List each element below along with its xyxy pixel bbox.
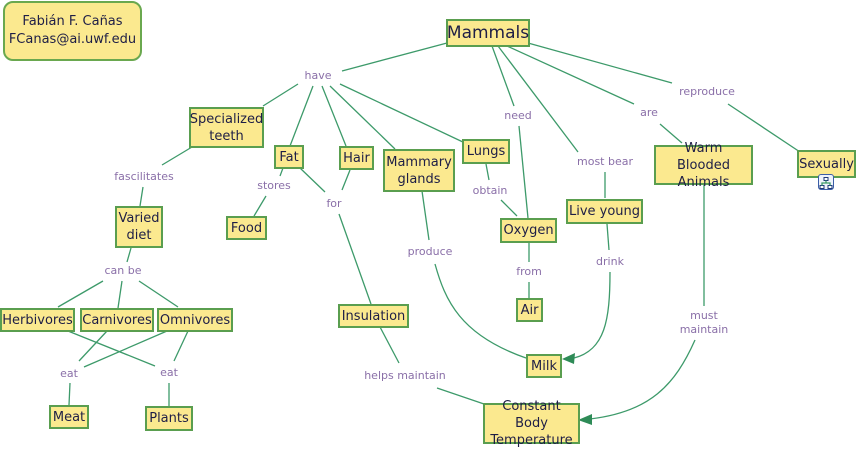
concept-omnivores[interactable]: Omnivores xyxy=(157,308,233,332)
connector xyxy=(338,213,372,305)
submap-hierarchy-icon[interactable] xyxy=(818,174,834,190)
concept-meat[interactable]: Meat xyxy=(49,405,89,429)
concept-mammary-glands[interactable]: Mammary glands xyxy=(383,149,455,192)
link-stores[interactable]: stores xyxy=(256,179,292,193)
connector xyxy=(491,45,515,107)
link-reproduce[interactable]: reproduce xyxy=(678,85,736,99)
connector xyxy=(497,45,579,153)
hierarchy-glyph xyxy=(819,177,833,189)
connector xyxy=(67,330,156,367)
connector xyxy=(83,330,168,368)
concept-label: Mammary glands xyxy=(386,154,452,187)
connector xyxy=(589,339,696,420)
connector xyxy=(262,83,299,107)
connector xyxy=(341,169,351,191)
connector xyxy=(659,123,683,144)
concept-fat[interactable]: Fat xyxy=(274,145,304,169)
concept-varied-diet[interactable]: Varied diet xyxy=(115,206,163,248)
connector xyxy=(161,146,193,166)
concept-insulation[interactable]: Insulation xyxy=(338,304,409,328)
connector xyxy=(500,199,518,217)
connector xyxy=(117,280,123,309)
connector xyxy=(78,330,108,362)
connector xyxy=(299,167,326,193)
connector xyxy=(253,195,267,217)
arrowhead xyxy=(578,414,592,425)
link-most-bear[interactable]: most bear xyxy=(576,155,634,169)
connector xyxy=(518,125,529,219)
connector xyxy=(606,223,610,251)
concept-herbivores[interactable]: Herbivores xyxy=(0,308,75,332)
connector xyxy=(436,387,485,405)
connector xyxy=(485,163,490,181)
connector xyxy=(341,42,448,72)
author-info-box: Fabián F. Cañas FCanas@ai.uwf.edu xyxy=(3,1,142,61)
concept-milk[interactable]: Milk xyxy=(526,354,562,378)
connector xyxy=(329,85,396,150)
connector xyxy=(421,190,430,241)
connector xyxy=(506,45,635,105)
concept-label: Constant Body Temperature xyxy=(490,399,573,448)
connector xyxy=(434,263,527,359)
connector xyxy=(68,382,71,406)
connector xyxy=(279,167,284,177)
connector xyxy=(289,85,314,147)
link-for[interactable]: for xyxy=(325,197,343,211)
concept-air[interactable]: Air xyxy=(516,298,543,322)
connector xyxy=(573,271,611,359)
link-eat-plants[interactable]: eat xyxy=(159,366,179,380)
link-obtain[interactable]: obtain xyxy=(471,184,509,198)
concept-lungs[interactable]: Lungs xyxy=(462,139,510,164)
arrowhead xyxy=(562,353,575,364)
author-name: Fabián F. Cañas xyxy=(22,14,123,29)
author-email: FCanas@ai.uwf.edu xyxy=(8,32,137,47)
link-have[interactable]: have xyxy=(303,69,333,83)
link-need[interactable]: need xyxy=(503,109,533,123)
concept-live-young[interactable]: Live young xyxy=(566,199,643,224)
link-helps-maintain[interactable]: helps maintain xyxy=(363,369,447,383)
concept-mammals[interactable]: Mammals xyxy=(446,19,530,47)
connector xyxy=(339,83,466,144)
connector xyxy=(321,85,347,147)
link-must-maintain[interactable]: must maintain xyxy=(677,309,731,337)
link-from[interactable]: from xyxy=(515,265,543,279)
concept-specialized-teeth[interactable]: Specialized teeth xyxy=(189,107,264,148)
concept-label: Warm Blooded Animals xyxy=(677,140,730,190)
link-eat-meat[interactable]: eat xyxy=(59,367,79,381)
connector xyxy=(527,42,673,84)
concept-warm-blooded-animals[interactable]: Warm Blooded Animals xyxy=(654,141,753,190)
connector xyxy=(727,103,801,153)
concept-label: Varied diet xyxy=(118,211,160,243)
concept-food[interactable]: Food xyxy=(226,216,267,240)
concept-sexually[interactable]: Sexually xyxy=(797,150,856,178)
connector xyxy=(126,247,132,263)
link-can-be[interactable]: can be xyxy=(103,264,143,278)
connector xyxy=(139,186,144,207)
concept-carnivores[interactable]: Carnivores xyxy=(80,308,154,332)
link-are[interactable]: are xyxy=(639,106,659,120)
link-drink[interactable]: drink xyxy=(595,255,625,269)
concept-hair[interactable]: Hair xyxy=(339,146,374,170)
concept-constant-body-temperature[interactable]: Constant Body Temperature xyxy=(483,399,580,448)
link-produce[interactable]: produce xyxy=(406,245,454,259)
connector xyxy=(173,330,189,362)
connector xyxy=(138,280,179,308)
concept-label: Specialized teeth xyxy=(189,111,264,144)
concept-plants[interactable]: Plants xyxy=(145,406,193,431)
concept-oxygen[interactable]: Oxygen xyxy=(500,218,557,243)
connector xyxy=(57,280,104,308)
link-fascilitates[interactable]: fascilitates xyxy=(113,170,175,184)
connector xyxy=(379,326,400,364)
